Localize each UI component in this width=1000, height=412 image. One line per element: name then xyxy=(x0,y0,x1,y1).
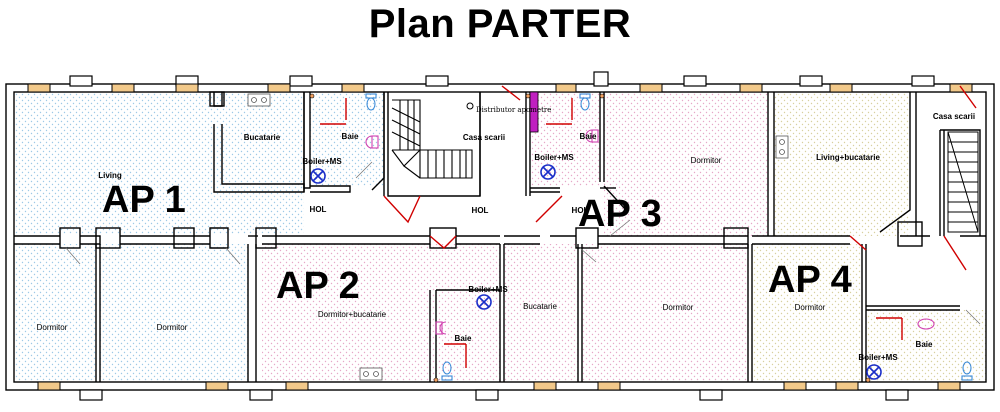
label-ap3-hol: HOL xyxy=(572,206,589,215)
label-ap3-bucatarie: Bucatarie xyxy=(523,302,557,311)
window-icon xyxy=(597,381,621,391)
wc-icon xyxy=(961,361,973,381)
ap4-floor-living xyxy=(774,92,910,236)
sink-icon xyxy=(365,135,379,149)
label-ap-3: AP 3 xyxy=(578,193,662,235)
apartment-labels: AP 1 AP 2 AP 3 AP 4 xyxy=(102,179,852,307)
ap3-floor-dormitor-top xyxy=(604,92,768,236)
floor-fills xyxy=(14,92,986,382)
window-icon xyxy=(783,381,807,391)
wall-pilasters xyxy=(69,71,935,401)
stairs-icon xyxy=(947,131,979,233)
room-labels: Bucatarie Baie Living Boiler+MS HOL Dorm… xyxy=(37,106,975,362)
walls xyxy=(5,83,995,391)
stove-icon xyxy=(775,135,789,159)
label-distributor-apometre: Distributor apometre xyxy=(476,106,551,114)
label-ap2-dormitor-bucatarie: Dormitor+bucatarie xyxy=(318,310,387,319)
distributor-icon xyxy=(466,91,539,133)
boiler-icon xyxy=(866,364,882,380)
label-ap2-boiler: Boiler+MS xyxy=(468,285,508,294)
ap1-floor-dormitor-1 xyxy=(14,244,96,382)
door-swing-icon xyxy=(429,235,457,249)
doors xyxy=(320,85,977,368)
window-icon xyxy=(555,83,577,93)
wc-icon xyxy=(365,93,377,111)
label-ap1-bucatarie: Bucatarie xyxy=(244,133,281,142)
door-swing-icon xyxy=(383,195,421,224)
door-swing-icon xyxy=(943,235,967,271)
label-ap4-baie: Baie xyxy=(916,340,933,349)
window-icon xyxy=(205,381,229,391)
ap3-floor-bucatarie xyxy=(504,244,578,382)
label-stair-hol: HOL xyxy=(472,206,489,215)
window-icon xyxy=(533,381,557,391)
label-ap4-boiler: Boiler+MS xyxy=(858,353,898,362)
label-ap-4: AP 4 xyxy=(768,259,852,301)
label-ap1-baie: Baie xyxy=(342,132,359,141)
window-icon xyxy=(937,381,961,391)
sink-icon xyxy=(435,321,447,335)
stairs-icon xyxy=(391,99,473,179)
window-icon xyxy=(285,381,309,391)
label-ap-1: AP 1 xyxy=(102,179,186,221)
label-ap1-dormitor-1: Dormitor xyxy=(37,323,68,332)
window-icon xyxy=(267,83,291,93)
wc-icon xyxy=(441,361,453,381)
sink-icon xyxy=(917,318,935,330)
boiler-icon xyxy=(476,294,492,310)
label-ap2-baie: Baie xyxy=(455,334,472,343)
window-icon xyxy=(175,83,199,93)
ap2-floor-main xyxy=(262,244,500,382)
label-ap1-living: Living xyxy=(98,171,122,180)
page-title: Plan PARTER xyxy=(368,2,632,46)
label-ap4-dormitor: Dormitor xyxy=(795,303,826,312)
window-icon xyxy=(739,83,763,93)
label-ap1-boiler: Boiler+MS xyxy=(302,157,342,166)
window-icon xyxy=(639,83,663,93)
boiler-icon xyxy=(310,168,326,184)
window-icon xyxy=(27,83,51,93)
window-icon xyxy=(829,83,853,93)
window-icon xyxy=(341,83,365,93)
label-ap4-living-bucatarie: Living+bucatarie xyxy=(816,153,880,162)
label-ap1-hol: HOL xyxy=(310,205,327,214)
label-ap3-baie: Baie xyxy=(580,132,597,141)
door-swing-icon xyxy=(535,195,563,223)
window-icon xyxy=(37,381,61,391)
door-swing-icon xyxy=(959,85,977,109)
ap3-floor-dormitor-bottom xyxy=(582,244,748,382)
wc-icon xyxy=(579,93,591,111)
sink-icon xyxy=(585,129,599,143)
window-icon xyxy=(111,83,135,93)
label-casa-scarii: Casa scarii xyxy=(463,133,505,142)
ap1-floor-dormitor-2 xyxy=(100,244,248,382)
stove-icon xyxy=(359,367,383,381)
label-ap-2: AP 2 xyxy=(276,265,360,307)
ap4-floor-dormitor xyxy=(752,244,862,382)
ap4-floor-baie xyxy=(866,310,986,382)
corner-markers xyxy=(309,93,871,383)
label-ap3-dormitor-bottom: Dormitor xyxy=(663,303,694,312)
label-ap1-dormitor-2: Dormitor xyxy=(157,323,188,332)
label-ap3-boiler: Boiler+MS xyxy=(534,153,574,162)
door-swing-icon xyxy=(501,85,521,101)
label-ap3-dormitor-top: Dormitor xyxy=(691,156,722,165)
stove-icon xyxy=(247,93,271,107)
label-ap4-casa-scarii: Casa scarii xyxy=(933,112,975,121)
window-icon xyxy=(835,381,859,391)
ap1-floor-living xyxy=(14,92,304,234)
door-leaves xyxy=(65,161,981,325)
boiler-icon xyxy=(540,164,556,180)
door-swing-icon xyxy=(849,235,867,251)
